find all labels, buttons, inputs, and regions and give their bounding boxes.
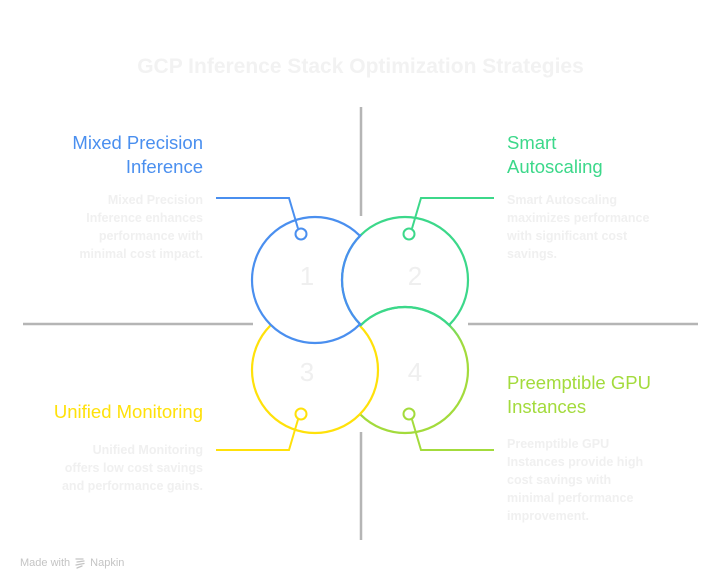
heading-smart-autoscaling: Smart Autoscaling <box>507 131 603 179</box>
description-line: Preemptible GPU <box>507 437 610 451</box>
description-line: Instances provide high <box>507 455 644 469</box>
connector-1-line <box>216 197 299 229</box>
description-unified-monitoring: Unified Monitoring offers low cost savin… <box>0 441 203 495</box>
connector-3 <box>216 407 308 451</box>
circle-1-outline <box>250 215 380 345</box>
circle-1-number: 1 <box>300 261 314 291</box>
description-mixed-precision: Mixed Precision Inference enhances perfo… <box>0 191 203 263</box>
connector-2 <box>402 197 494 241</box>
napkin-brand-label: Napkin <box>90 557 125 569</box>
description-line: with significant cost <box>507 229 628 243</box>
connector-3-dot <box>294 407 308 421</box>
description-line: Smart Autoscaling <box>507 193 617 207</box>
diagram-title: GCP Inference Stack Optimization Strateg… <box>137 55 584 78</box>
circle-3-outline <box>250 305 380 435</box>
circle-1 <box>250 215 380 345</box>
connector-4 <box>402 407 494 451</box>
connector-2-line <box>411 197 494 229</box>
napkin-logo-icon <box>75 558 85 569</box>
heading-line: Unified Monitoring <box>53 401 203 422</box>
description-line: and performance gains. <box>61 479 203 493</box>
heading-line: Inference <box>125 156 203 177</box>
description-smart-autoscaling: Smart Autoscaling maximizes performance … <box>507 191 649 263</box>
description-preemptible-gpu: Preemptible GPU Instances provide high c… <box>507 435 643 525</box>
description-line: performance with <box>98 229 203 243</box>
description-line: minimal performance <box>507 491 634 505</box>
connector-1-dot <box>294 227 308 241</box>
circle-3 <box>250 305 380 435</box>
heading-line: Smart <box>507 132 557 153</box>
circle-2-inner-arc <box>340 305 470 345</box>
description-line: savings. <box>507 247 558 261</box>
description-line: Inference enhances <box>86 211 203 225</box>
circle-3-number: 3 <box>300 357 314 387</box>
heading-mixed-precision: Mixed Precision Inference <box>0 131 203 179</box>
description-line: minimal cost impact. <box>79 247 203 261</box>
heading-line: Preemptible GPU <box>507 372 651 393</box>
description-line: Unified Monitoring <box>92 443 203 457</box>
connector-3-line <box>216 419 299 451</box>
heading-line: Instances <box>507 396 587 417</box>
description-line: cost savings with <box>507 473 612 487</box>
made-with-napkin-footer[interactable]: Made with Napkin <box>20 556 124 570</box>
connector-4-line <box>411 419 494 451</box>
description-line: improvement. <box>507 509 589 523</box>
connector-2-dot <box>402 227 416 241</box>
description-line: maximizes performance <box>507 211 650 225</box>
heading-line: Mixed Precision <box>72 132 203 153</box>
description-line: Mixed Precision <box>107 193 203 207</box>
circle-2-number: 2 <box>408 261 422 291</box>
heading-line: Autoscaling <box>507 156 603 177</box>
heading-unified-monitoring: Unified Monitoring <box>0 400 203 424</box>
connector-4-dot <box>402 407 416 421</box>
connector-1 <box>216 197 308 241</box>
circle-4-number: 4 <box>408 357 422 387</box>
heading-preemptible-gpu: Preemptible GPU Instances <box>507 371 651 419</box>
circle-1-inner-arc <box>340 215 380 345</box>
made-with-label: Made with <box>20 557 71 569</box>
description-line: offers low cost savings <box>64 461 203 475</box>
